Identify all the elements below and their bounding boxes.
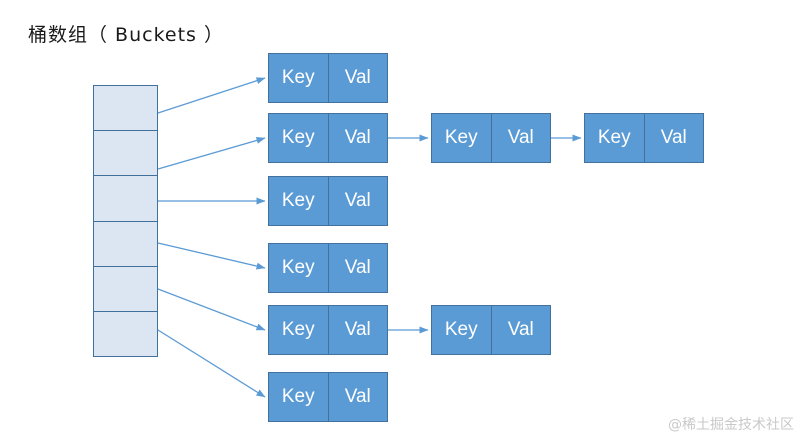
arrow-bucket-1-to-node: [157, 137, 266, 170]
node-2-0[interactable]: Key Val: [268, 176, 388, 226]
node-key-label: Key: [269, 373, 329, 421]
bucket-cell-1[interactable]: [93, 130, 158, 177]
arrow-bucket-4-to-node: [157, 288, 266, 331]
node-1-2[interactable]: Key Val: [584, 113, 704, 163]
node-key-label: Key: [432, 306, 492, 354]
node-1-0[interactable]: Key Val: [268, 113, 388, 163]
bucket-cell-0[interactable]: [93, 85, 158, 132]
node-val-label: Val: [344, 257, 371, 278]
node-1-1[interactable]: Key Val: [431, 113, 551, 163]
watermark: @稀土掘金技术社区: [668, 417, 794, 433]
node-key-label: Key: [269, 114, 329, 162]
node-5-0[interactable]: Key Val: [268, 372, 388, 422]
node-key-label: Key: [432, 114, 492, 162]
bucket-cell-5[interactable]: [93, 310, 158, 358]
bucket-cell-3[interactable]: [93, 220, 158, 267]
bucket-cell-2[interactable]: [93, 175, 158, 222]
node-0-0[interactable]: Key Val: [268, 53, 388, 103]
node-val-label: Val: [344, 386, 371, 407]
node-3-0[interactable]: Key Val: [268, 243, 388, 293]
node-4-0[interactable]: Key Val: [268, 305, 388, 355]
page-title: 桶数组（ Buckets ）: [28, 24, 224, 46]
arrow-bucket-5-to-node: [157, 329, 266, 398]
node-val-label: Val: [660, 127, 687, 148]
node-val-label: Val: [344, 319, 371, 340]
node-key-label: Key: [269, 244, 329, 292]
node-key-label: Key: [585, 114, 645, 162]
bucket-array: [93, 85, 158, 358]
node-val-label: Val: [344, 67, 371, 88]
node-val-label: Val: [507, 319, 534, 340]
arrow-bucket-3-to-node: [157, 242, 266, 270]
node-key-label: Key: [269, 54, 329, 102]
node-val-label: Val: [344, 190, 371, 211]
node-4-1[interactable]: Key Val: [431, 305, 551, 355]
node-key-label: Key: [269, 306, 329, 354]
arrow-bucket-0-to-node: [157, 77, 266, 114]
bucket-cell-4[interactable]: [93, 265, 158, 312]
node-val-label: Val: [344, 127, 371, 148]
node-key-label: Key: [269, 177, 329, 225]
node-val-label: Val: [507, 127, 534, 148]
